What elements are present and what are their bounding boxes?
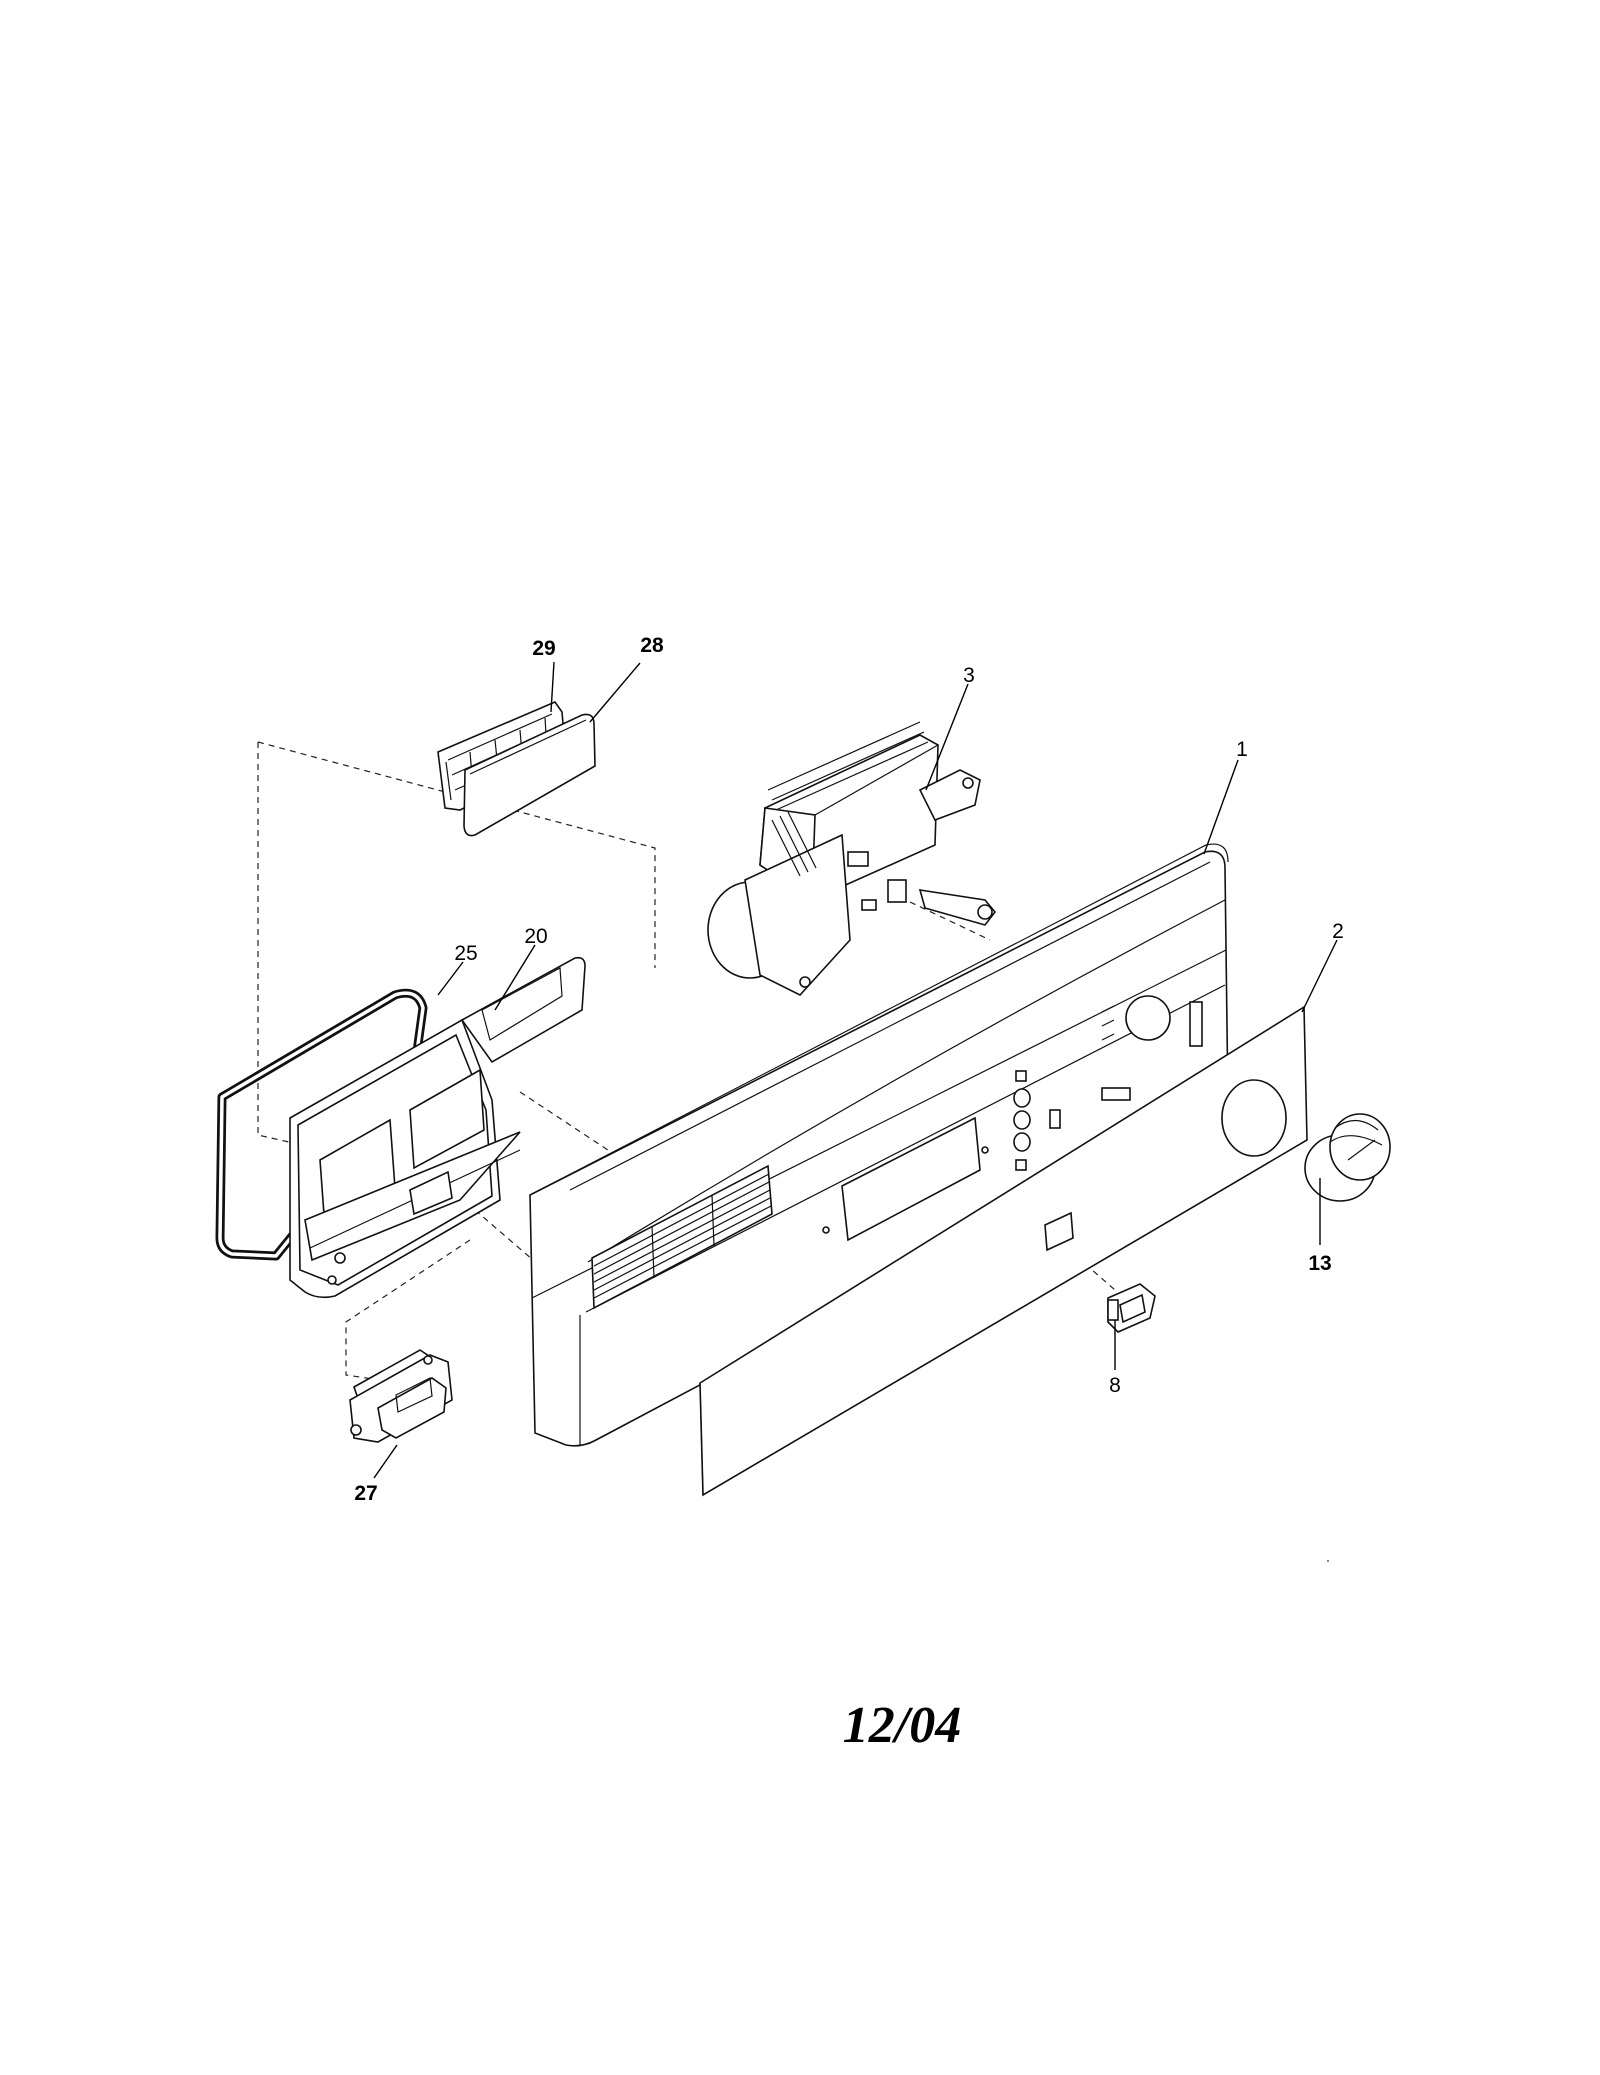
part-28-filter-cover bbox=[463, 713, 596, 837]
scan-speck bbox=[1326, 1559, 1330, 1563]
callout-28: 28 bbox=[640, 634, 664, 657]
part-13-knob bbox=[1304, 1113, 1391, 1202]
callout-leaders bbox=[373, 661, 1338, 1479]
part-2-overlay-decal bbox=[699, 1005, 1308, 1497]
part-20-dispenser bbox=[289, 956, 586, 1299]
callout-29: 29 bbox=[532, 637, 555, 660]
part-27-door-switch bbox=[349, 1349, 453, 1443]
callout-1: 1 bbox=[1236, 738, 1248, 761]
part-8-switch bbox=[1107, 1283, 1156, 1333]
callout-27: 27 bbox=[354, 1482, 377, 1505]
callout-2: 2 bbox=[1332, 920, 1344, 943]
callout-13: 13 bbox=[1308, 1252, 1331, 1275]
callout-3: 3 bbox=[963, 664, 975, 687]
part-1-control-panel bbox=[529, 843, 1229, 1447]
callout-25: 25 bbox=[454, 942, 477, 965]
callout-labels: 29 28 3 1 2 25 20 13 8 27 bbox=[354, 634, 1344, 1505]
callout-20: 20 bbox=[524, 925, 547, 948]
date-stamp: 12/04 bbox=[843, 1697, 961, 1754]
callout-8: 8 bbox=[1109, 1374, 1121, 1397]
part-3-timer bbox=[707, 721, 997, 996]
